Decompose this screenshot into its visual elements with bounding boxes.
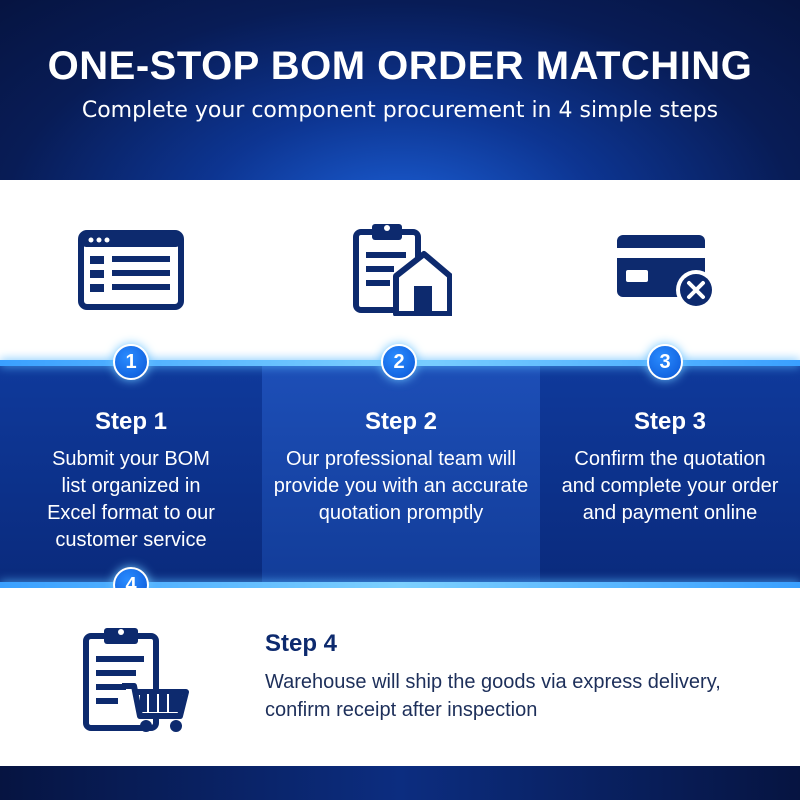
step-2-title: Step 2 [364,408,438,435]
credit-card-cancel-icon [617,235,716,310]
step-3-description: Confirm the quotation and complete your … [540,446,800,527]
footer-strip [0,766,800,800]
step-1-description: Submit your BOM list organized in Excel … [0,446,262,554]
step-1-line: customer service [55,529,207,551]
step-1-title: Step 1 [94,408,168,435]
step-1-line: list organized in [61,475,201,497]
step-2-line: provide you with an accurate [273,475,529,497]
step-1-panel [0,360,262,588]
step-2-badge: 2 [381,344,417,380]
step-2-panel [262,360,540,588]
clipboard-cart-icon [83,628,189,732]
step-4-section: Step 4 Warehouse will ship the goods via… [0,588,800,766]
steps-band: 1 2 3 Step 1 Submit your BOM list organi… [0,344,800,603]
step-4-title: Step 4 [265,630,338,657]
step-4-description: Warehouse will ship the goods via expres… [265,668,785,724]
step-2-line: quotation promptly [318,502,484,524]
step-3-title: Step 3 [633,408,707,435]
spreadsheet-window-icon [78,230,184,310]
step-3-line: and complete your order [561,475,779,497]
step-3-panel [540,360,800,588]
page-title: ONE-STOP BOM ORDER MATCHING [47,44,753,88]
bottom-glow-line [0,582,800,588]
step-3-badge: 3 [647,344,683,380]
page-subtitle: Complete your component procurement in 4… [81,98,719,123]
step-2-description: Our professional team will provide you w… [262,446,540,527]
step-1-line: Excel format to our [47,502,215,524]
step-2-line: Our professional team will [285,448,517,470]
clipboard-warehouse-icon [353,224,452,316]
icons-row [0,180,800,360]
step-1-badge: 1 [113,344,149,380]
step-1-line: Submit your BOM [52,448,210,470]
step-4-line: confirm receipt after inspection [265,699,538,721]
step-4-line: Warehouse will ship the goods via expres… [265,671,721,693]
step-3-line: Confirm the quotation [574,448,766,470]
header-banner: ONE-STOP BOM ORDER MATCHING Complete you… [0,0,800,180]
step-3-line: and payment online [582,502,758,524]
